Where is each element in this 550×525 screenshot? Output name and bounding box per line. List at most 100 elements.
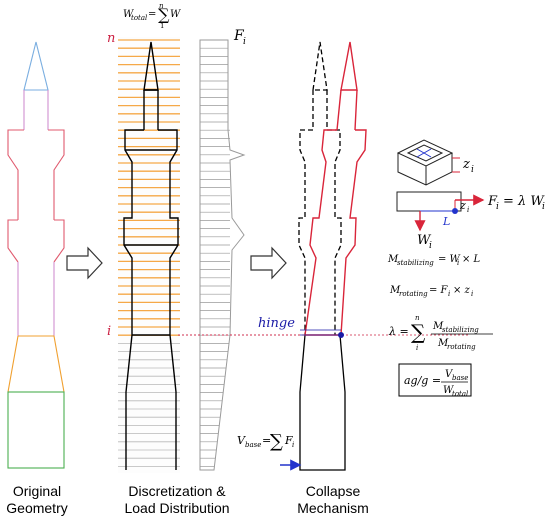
w-total-eq: = (148, 9, 156, 20)
caption-discretization-line2: Load Distribution (124, 500, 230, 516)
fi-lhs-sub: i (496, 202, 499, 212)
w-total-term: W (170, 9, 181, 20)
caption-collapse: Collapse Mechanism (288, 483, 378, 517)
base-outline-solid (299, 334, 346, 471)
lower-balcony-outline (7, 219, 65, 263)
pivot-point (452, 208, 458, 214)
caption-discretization: Discretization & Load Distribution (107, 483, 247, 517)
m-rotating-equation: M rotating = F i × z i (389, 285, 473, 298)
inset-W: W (417, 233, 432, 248)
caption-original-line1: Original (12, 483, 62, 499)
m-rot-rhs-sub: i (448, 290, 450, 298)
caption-original-line2: Geometry (6, 500, 68, 516)
ag-num-sub: base (452, 374, 468, 382)
inset-z2-sub: i (467, 206, 469, 214)
spire-outline (23, 41, 49, 91)
right-arrow-icon (250, 246, 287, 280)
caption-collapse-line1: Collapse (305, 483, 361, 499)
hinge-label: hinge (258, 316, 295, 331)
load-F: F (233, 28, 245, 44)
hinge-rotation-line (300, 329, 341, 336)
ag-lhs: ag/g = (404, 374, 441, 387)
fi-lhs: F (487, 194, 498, 209)
level-i-marker: i (107, 324, 111, 339)
m-stabilizing-equation: M stabilizing = W i × L (387, 254, 481, 267)
load-label: F i (233, 28, 246, 47)
block (396, 191, 462, 212)
svg-text:=: = (262, 434, 271, 447)
right-arrow-icon (66, 246, 103, 280)
caption-discretization-line1: Discretization & (128, 483, 226, 499)
w-total-equation: W total = ∑ n 1 W (123, 2, 181, 30)
caption-original: Original Geometry (0, 483, 74, 517)
m-stab-sub: stabilizing (397, 259, 434, 267)
base-outline (7, 391, 65, 469)
level-n-label: n (107, 31, 115, 46)
level-i-label: i (107, 324, 111, 339)
inset-z2: z (459, 199, 466, 212)
lambda-num-sub: stabilizing (442, 326, 479, 334)
hinge-point (338, 332, 344, 338)
m-rot-lhs: M (389, 285, 401, 296)
discretization-background (118, 37, 180, 473)
level-n-marker: n (107, 31, 115, 46)
block-inset: L z i W i (396, 191, 485, 251)
inset-z: z (462, 157, 470, 172)
load-F-sub: i (243, 37, 246, 47)
inset-z-sub: i (471, 165, 474, 175)
original-geometry (7, 41, 65, 469)
m-stab-lhs: M (387, 254, 399, 265)
m-rot-tail-sub: i (471, 290, 473, 298)
ag-den-sub: total (452, 390, 468, 398)
m-stab-tail: × L (462, 254, 481, 265)
lambda-lhs: λ = (388, 325, 409, 338)
mid-shaft-outline (17, 262, 55, 336)
m-rot-rhs: = F (429, 285, 449, 296)
ag-den: W (443, 385, 454, 396)
upper-shaft-outline (23, 90, 49, 130)
m-rot-tail: × z (453, 285, 471, 296)
discretization-panel: n i W total = ∑ n 1 W F i (107, 2, 246, 473)
ag-num: V (445, 369, 454, 380)
v-base-lhs: V (237, 434, 246, 447)
load-distribution (199, 39, 246, 471)
v-base-rhs: F (284, 434, 293, 447)
svg-text:∑: ∑ (270, 431, 283, 452)
inset-L: L (442, 215, 450, 228)
fi-rhs-sub: i (542, 202, 545, 212)
m-rot-sub: rotating (399, 290, 428, 298)
fi-equation: F i = λ W i (487, 194, 545, 212)
v-base-label: V base = ∑ F i (237, 431, 294, 452)
lambda-num: M (432, 321, 444, 332)
lambda-den: M (437, 338, 449, 349)
w-total-sum-upper: n (159, 2, 164, 10)
ag-equation: ag/g = V base W total (398, 363, 472, 398)
collapse-mechanism: hinge V base = ∑ F i (178, 41, 469, 471)
m-stab-rhs: = W (438, 254, 461, 265)
lambda-sigma: ∑ (411, 320, 426, 344)
v-base-rhs-sub: i (292, 441, 294, 449)
w-total-sum-lower: 1 (160, 22, 164, 30)
upper-balcony-outline (7, 129, 65, 220)
lambda-equation: λ = ∑ n i M stabilizing M rotating (388, 314, 493, 352)
w-total-sub: total (131, 14, 147, 22)
discretized-minaret-outline (123, 41, 179, 470)
lambda-upper: n (415, 314, 420, 322)
lambda-den-sub: rotating (447, 343, 476, 351)
inset-zi-label: z i (462, 157, 474, 175)
inset-W-sub: i (429, 241, 432, 251)
ag-box (398, 363, 472, 397)
undeformed-outline (298, 41, 342, 335)
load-profile (199, 39, 246, 471)
w-total-lhs: W (123, 9, 134, 20)
fi-rhs: = λ W (503, 194, 545, 209)
cube-icon (396, 139, 460, 186)
v-base-sub: base (245, 441, 261, 449)
w-total-sigma: ∑ (158, 5, 170, 24)
caption-collapse-line2: Mechanism (297, 500, 369, 516)
m-stab-rhs-sub: i (457, 259, 459, 267)
lambda-lower: i (416, 344, 418, 352)
transition-outline (7, 335, 65, 393)
